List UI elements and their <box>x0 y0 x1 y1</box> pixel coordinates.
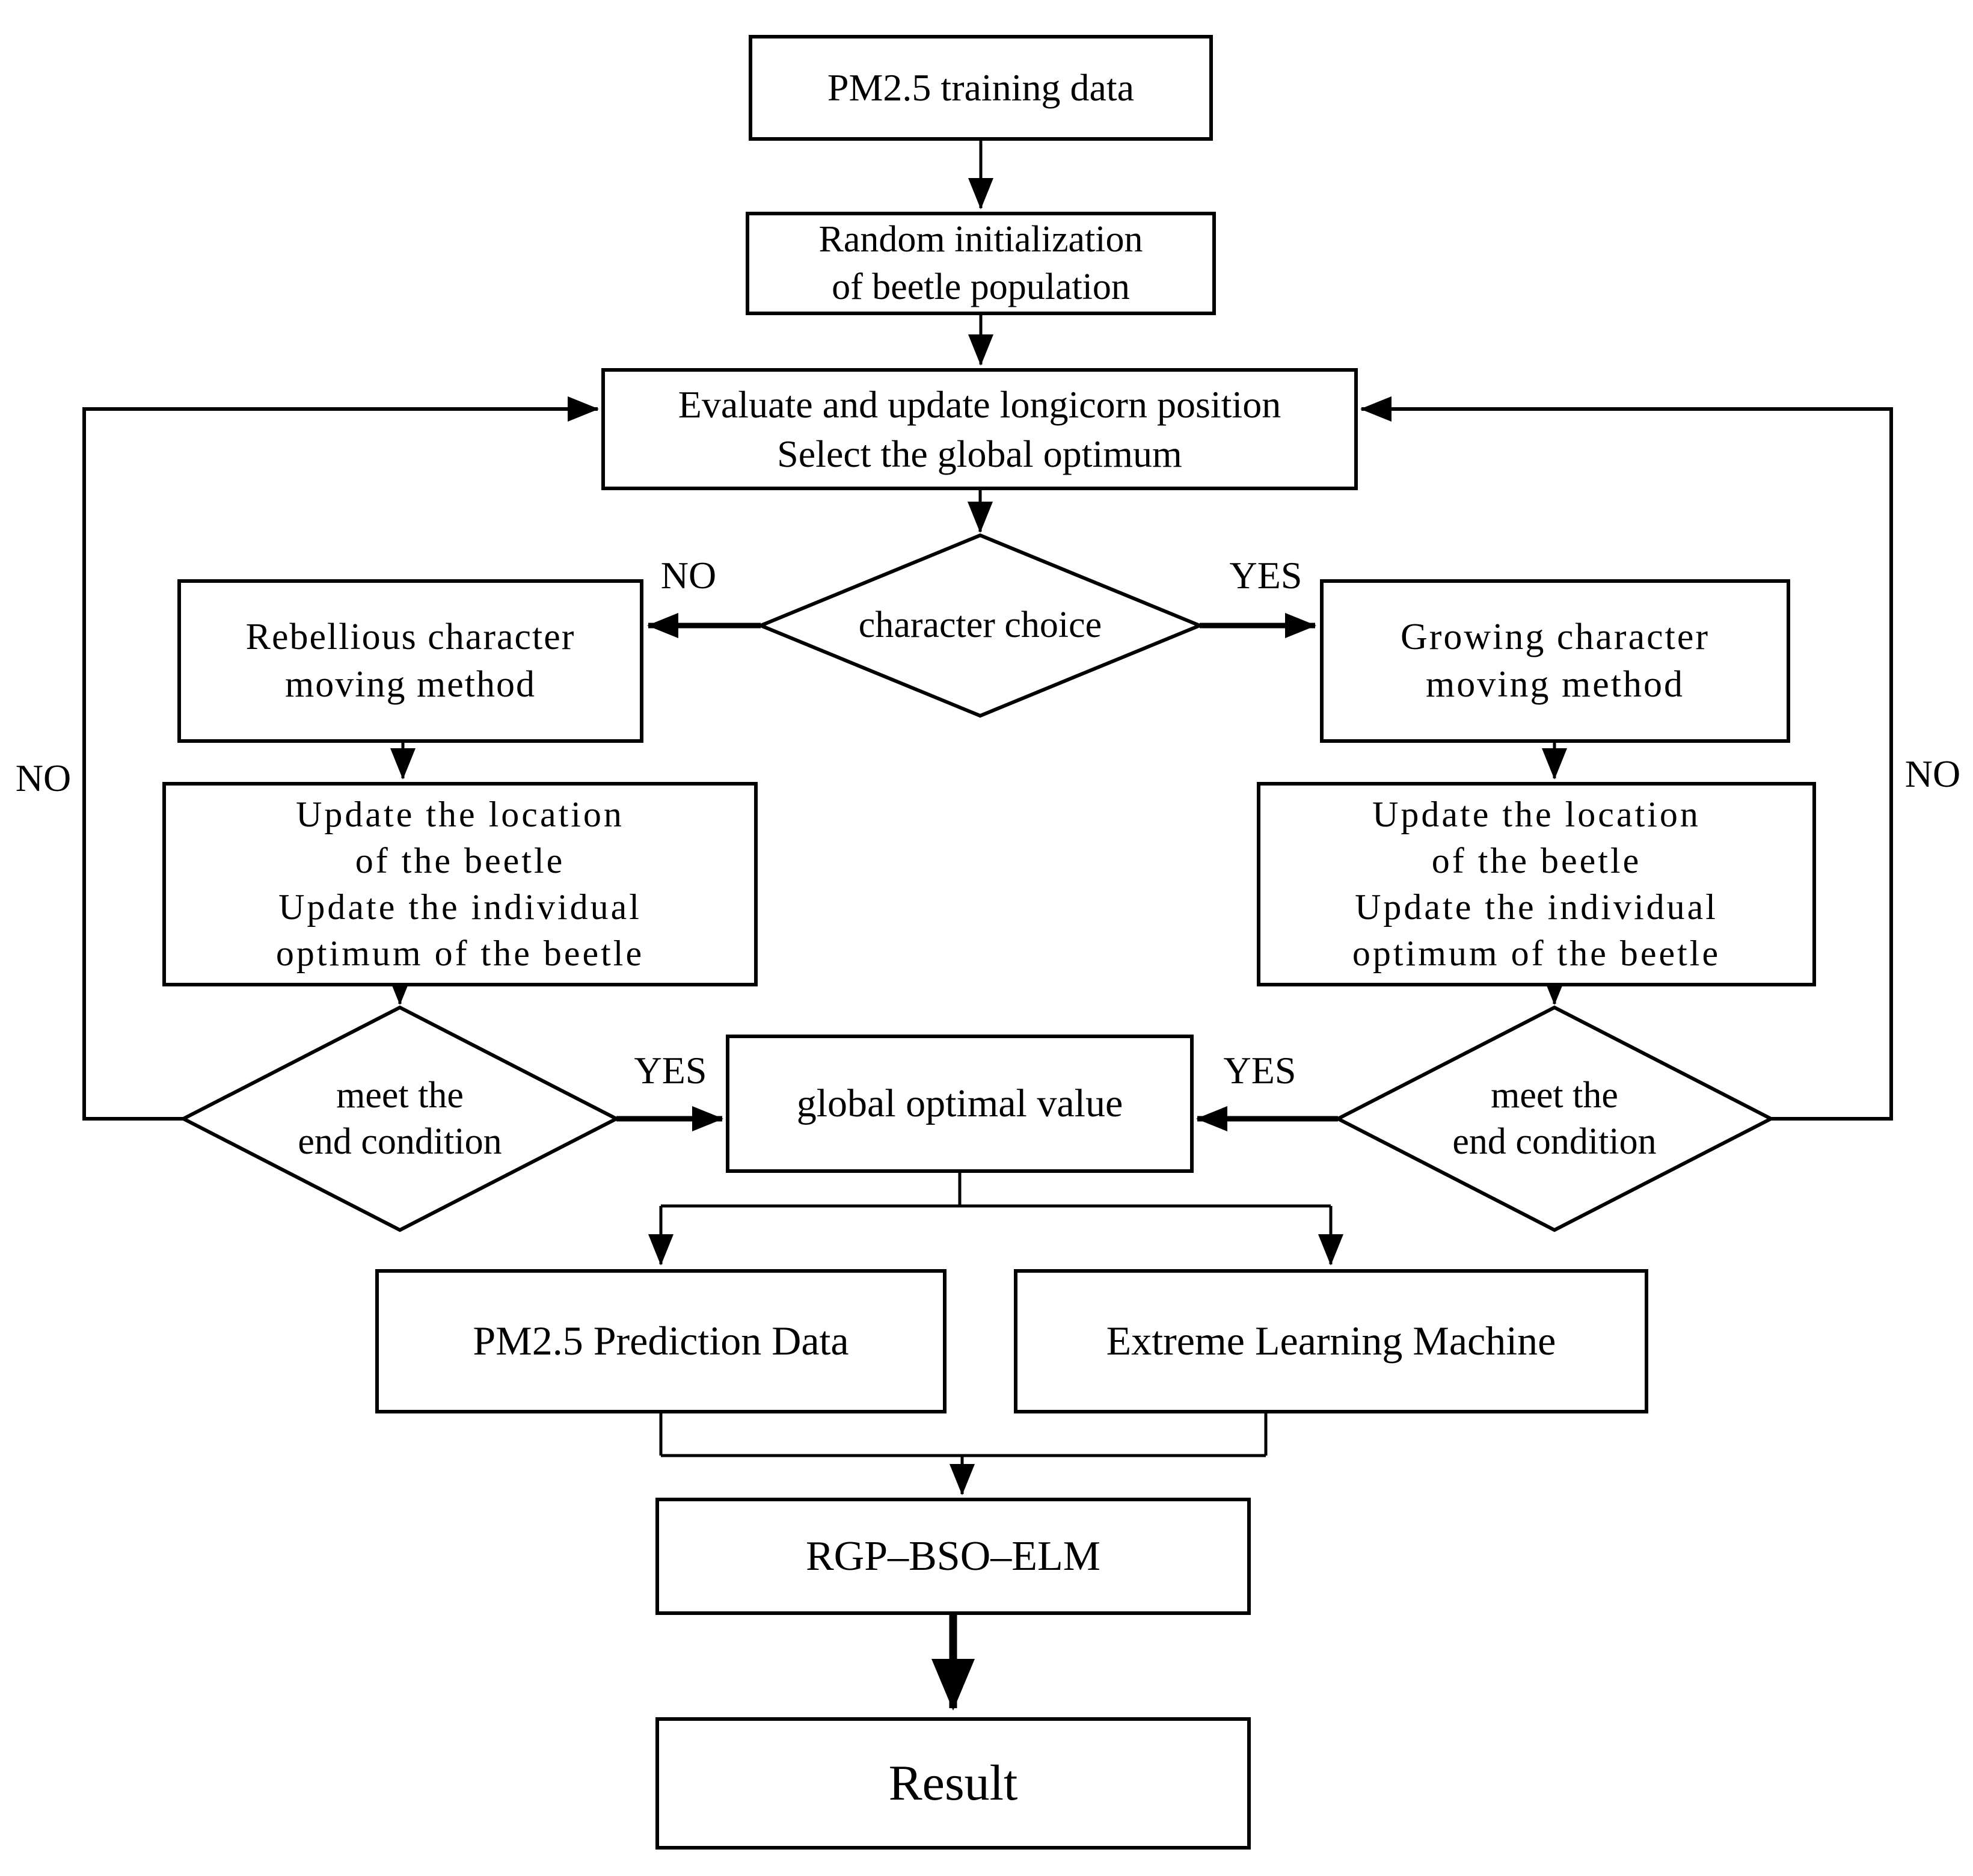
end-condition-left-diamond <box>179 1005 621 1232</box>
node-update-beetle-right-line2: of the beetle <box>1431 841 1642 881</box>
label-loop-right-no: NO <box>1904 752 1961 795</box>
node-random-initialization-line1: Random initialization <box>818 218 1143 260</box>
end-condition-left-line2: end condition <box>298 1121 502 1162</box>
node-rebellious-method-line2: moving method <box>285 664 536 705</box>
node-update-beetle-left-line3: Update the individual <box>278 887 642 927</box>
node-evaluate-update: Evaluate and update longicorn position S… <box>601 368 1358 490</box>
label-character-no: NO <box>660 554 717 597</box>
end-condition-right-line1: meet the <box>1491 1074 1618 1116</box>
node-result-label: Result <box>888 1755 1018 1812</box>
node-update-beetle-right-line4: optimum of the beetle <box>1352 933 1721 973</box>
node-pm-prediction-data: PM2.5 Prediction Data <box>375 1269 947 1413</box>
node-update-beetle-left: Update the location of the beetle Update… <box>162 782 758 986</box>
node-growing-method-line2: moving method <box>1426 664 1684 705</box>
node-evaluate-update-line1: Evaluate and update longicorn position <box>678 383 1281 426</box>
node-global-optimal-value: global optimal value <box>726 1035 1194 1173</box>
node-update-beetle-left-line4: optimum of the beetle <box>275 933 645 973</box>
edge-end-right-no-loop <box>1360 396 1893 1121</box>
node-extreme-learning-machine-label: Extreme Learning Machine <box>1106 1318 1556 1364</box>
label-character-yes: YES <box>1229 554 1303 597</box>
end-condition-left-label: meet the end condition <box>219 1062 580 1176</box>
end-condition-right-diamond <box>1334 1005 1775 1232</box>
node-rgp-bso-elm-label: RGP–BSO–ELM <box>805 1533 1101 1579</box>
node-update-beetle-right: Update the location of the beetle Update… <box>1257 782 1816 986</box>
label-end-left-yes: YES <box>634 1049 707 1092</box>
node-update-beetle-left-line2: of the beetle <box>355 841 565 881</box>
node-evaluate-update-line2: Select the global optimum <box>777 432 1182 475</box>
node-update-beetle-right-line1: Update the location <box>1372 795 1701 835</box>
character-choice-label: character choice <box>770 595 1191 656</box>
node-growing-method-line1: Growing character <box>1400 616 1710 657</box>
node-extreme-learning-machine: Extreme Learning Machine <box>1014 1269 1648 1413</box>
node-result: Result <box>655 1717 1251 1850</box>
node-growing-method: Growing character moving method <box>1320 579 1790 743</box>
end-condition-right-label: meet the end condition <box>1374 1062 1735 1176</box>
character-choice-text: character choice <box>858 604 1102 646</box>
node-update-beetle-left-line1: Update the location <box>296 795 624 835</box>
node-global-optimal-value-label: global optimal value <box>796 1081 1123 1125</box>
label-loop-left-no: NO <box>15 757 72 799</box>
node-update-beetle-right-line3: Update the individual <box>1355 887 1718 927</box>
node-random-initialization-line2: of beetle population <box>832 266 1130 307</box>
end-condition-left-line1: meet the <box>336 1074 464 1116</box>
label-end-right-yes: YES <box>1223 1049 1296 1092</box>
node-random-initialization: Random initialization of beetle populati… <box>746 212 1216 315</box>
node-pm-training-data-label: PM2.5 training data <box>827 66 1135 109</box>
edge-end-left-no-loop <box>82 396 599 1121</box>
node-rgp-bso-elm: RGP–BSO–ELM <box>655 1498 1251 1615</box>
node-pm-prediction-data-label: PM2.5 Prediction Data <box>473 1318 849 1364</box>
node-rebellious-method: Rebellious character moving method <box>177 579 643 743</box>
node-pm-training-data: PM2.5 training data <box>749 35 1213 141</box>
character-choice-diamond <box>756 533 1204 718</box>
node-rebellious-method-line1: Rebellious character <box>245 616 575 657</box>
end-condition-right-line2: end condition <box>1452 1121 1657 1162</box>
